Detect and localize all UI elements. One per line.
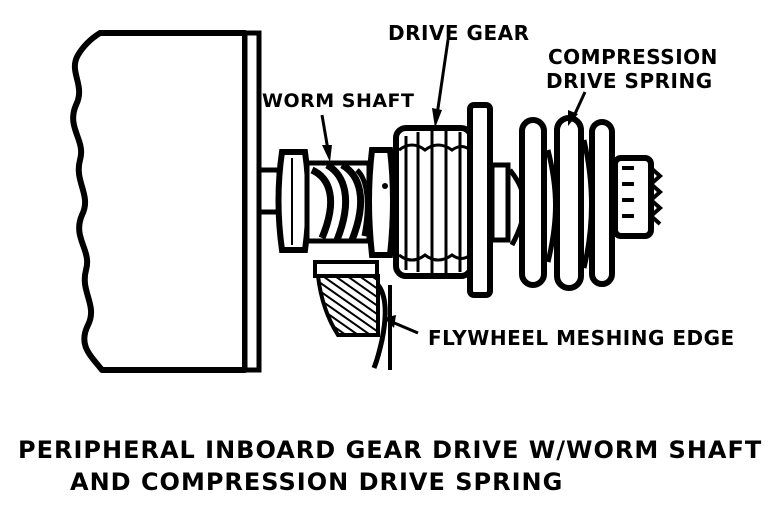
bearing-collar bbox=[275, 149, 312, 253]
gear-flange bbox=[467, 102, 493, 298]
drive-gear bbox=[393, 125, 474, 279]
leader-lines bbox=[320, 39, 587, 335]
spring-seat bbox=[489, 162, 511, 243]
label-worm-shaft: WORM SHAFT bbox=[262, 90, 415, 112]
compression-drive-spring bbox=[508, 115, 615, 291]
flywheel-segment bbox=[313, 260, 392, 370]
caption-line1: PERIPHERAL INBOARD GEAR DRIVE W/WORM SHA… bbox=[18, 436, 762, 464]
gear-collar bbox=[366, 147, 396, 258]
label-compression-line2: DRIVE SPRING bbox=[546, 69, 713, 93]
shaft-end-nut bbox=[612, 155, 664, 239]
label-drive-gear: DRIVE GEAR bbox=[388, 21, 530, 45]
motor-housing bbox=[70, 30, 262, 373]
worm-shaft bbox=[304, 160, 372, 244]
label-compression-line1: COMPRESSION bbox=[548, 45, 718, 69]
caption-line2: AND COMPRESSION DRIVE SPRING bbox=[70, 468, 563, 496]
label-flywheel-meshing-edge: FLYWHEEL MESHING EDGE bbox=[428, 326, 735, 350]
